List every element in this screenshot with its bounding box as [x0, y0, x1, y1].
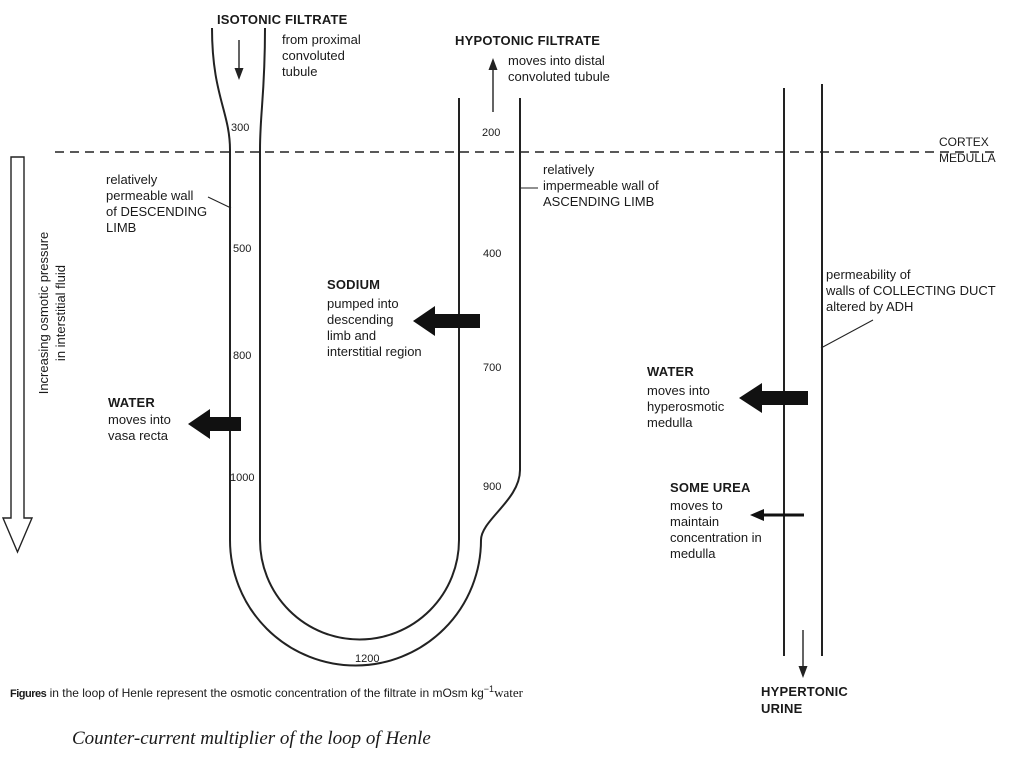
water-duct-text: moves into hyperosmotic medulla [647, 383, 725, 430]
isotonic-filtrate-text: from proximal convoluted tubule [282, 32, 361, 79]
osmolarity-ascending-2: 400 [483, 248, 502, 260]
medulla-label: MEDULLA [939, 151, 996, 165]
cortex-label: CORTEX [939, 135, 989, 149]
osmolarity-descending-4: 1000 [230, 472, 255, 484]
osmolarity-bottom: 1200 [355, 653, 380, 665]
caption-superscript: −1 [483, 684, 495, 694]
loop-outer-wall [211, 27, 521, 667]
sodium-heading: SODIUM [327, 277, 381, 292]
water-loop-text: moves into vasa recta [108, 412, 171, 443]
urea-heading: SOME UREA [670, 480, 751, 495]
osmotic-gradient-label: Increasing osmotic pressure in interstit… [36, 231, 68, 395]
sodium-pump-arrow [413, 306, 480, 336]
collecting-duct-label: permeability of walls of COLLECTING DUCT… [826, 267, 996, 314]
descending-wall-leader [207, 196, 232, 209]
osmolarity-ascending-1: 200 [482, 127, 501, 139]
caption-suffix: water [494, 685, 523, 700]
water-loop-heading: WATER [108, 395, 155, 410]
isotonic-filtrate-heading: ISOTONIC FILTRATE [217, 12, 348, 27]
sodium-text: pumped into descending limb and intersti… [327, 296, 422, 359]
loop-inner-wall [259, 27, 460, 641]
water-loop-arrow [188, 409, 241, 439]
urea-text: moves to maintain concentration in medul… [670, 498, 762, 561]
water-duct-heading: WATER [647, 364, 694, 379]
osmolarity-ascending-4: 900 [483, 481, 502, 493]
caption-prefix: Figures [10, 688, 47, 700]
inflow-arrow [234, 40, 244, 80]
ascending-wall-label: relatively impermeable wall of ASCENDING… [543, 162, 659, 209]
hypotonic-filtrate-text: moves into distal convoluted tubule [508, 53, 610, 84]
water-duct-arrow [739, 383, 808, 413]
diagram-title: Counter-current multiplier of the loop o… [72, 728, 431, 749]
hypertonic-urine-label: HYPERTONIC URINE [761, 684, 848, 716]
osmotic-gradient-arrow [1, 156, 34, 554]
caption-text: in the loop of Henle represent the osmot… [46, 686, 484, 700]
urine-outflow-arrow [798, 630, 808, 678]
hypotonic-filtrate-heading: HYPOTONIC FILTRATE [455, 33, 601, 48]
descending-wall-label: relatively permeable wall of DESCENDING … [106, 172, 208, 235]
urea-arrow [750, 509, 804, 521]
collecting-duct-leader [820, 319, 874, 349]
osmolarity-ascending-3: 700 [483, 362, 502, 374]
osmolarity-descending-1: 300 [231, 122, 250, 134]
figure-caption: Figures in the loop of Henle represent t… [10, 684, 523, 701]
outflow-arrow [488, 58, 498, 112]
osmolarity-descending-3: 800 [233, 350, 252, 362]
osmolarity-descending-2: 500 [233, 243, 252, 255]
